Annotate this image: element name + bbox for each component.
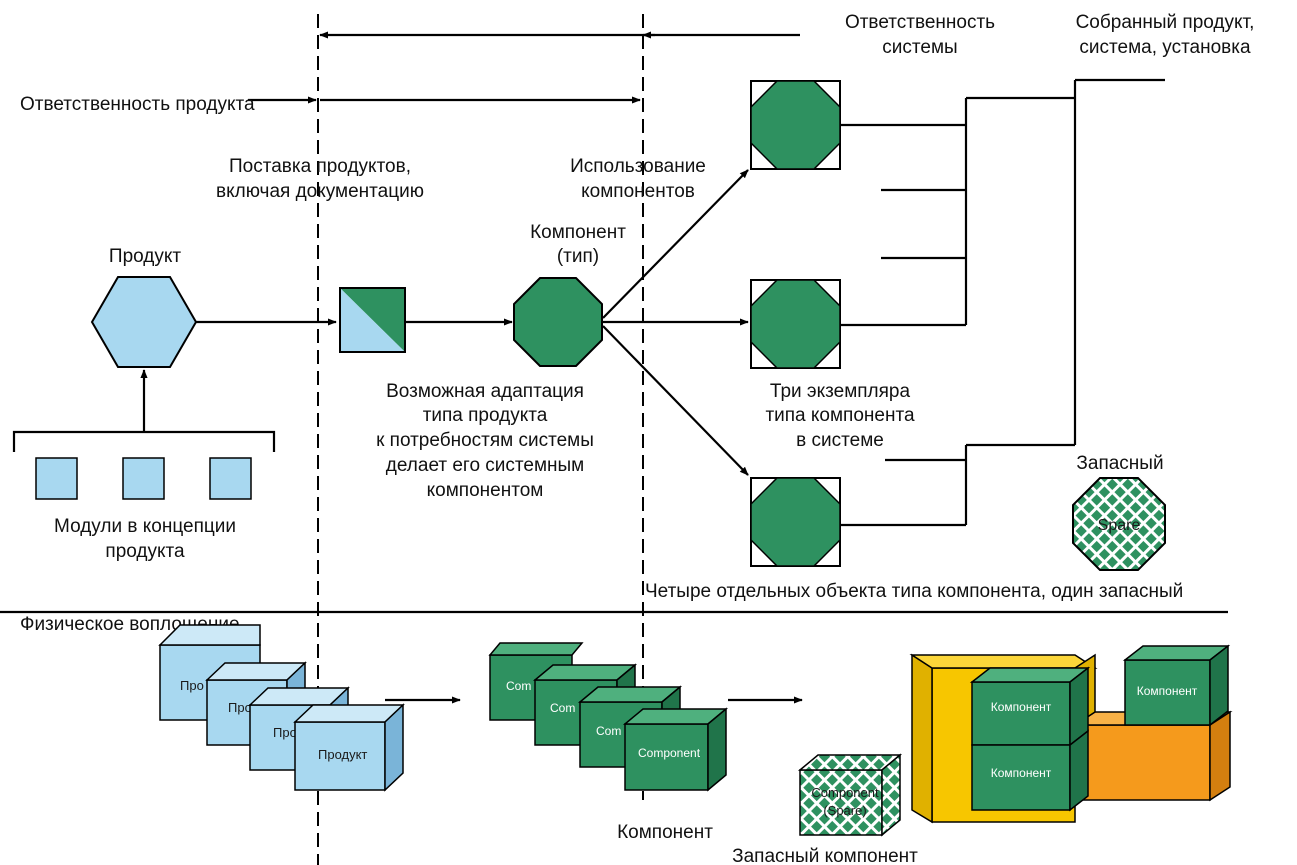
adaptation-label-2: типа продукта — [423, 405, 548, 426]
adaptation-label-5: компонентом — [427, 480, 544, 501]
four-objects-label: Четыре отдельных объекта типа компонента… — [645, 581, 1183, 602]
usage-arrow-top — [602, 169, 749, 319]
modules-label-1: Модули в концепции — [54, 516, 236, 537]
component-type-octagon — [513, 277, 603, 367]
modules-bracket — [12, 430, 276, 452]
physical-product-4: Продукт — [293, 703, 405, 792]
product-hexagon — [90, 276, 198, 368]
physical-component-4: Component — [622, 707, 729, 792]
assembled-component-lower-text: Компонент — [991, 766, 1052, 780]
assembled-component-upper-text: Компонент — [991, 700, 1052, 714]
three-instances-label-3: в системе — [796, 430, 884, 451]
adaptation-label-3: к потребностям системы — [376, 430, 594, 451]
physical-product-3-text: Про — [273, 725, 297, 740]
component-instance-2 — [750, 279, 841, 369]
physical-product-4-text: Продукт — [318, 747, 367, 762]
physical-component-3-text: Com — [596, 724, 621, 738]
usage-label-2: компонентов — [581, 181, 695, 202]
component-type-label-1: Компонент — [530, 222, 626, 243]
module-square-2 — [122, 457, 165, 500]
physical-product-2-text: Про — [228, 700, 252, 715]
usage-label-1: Использование — [570, 156, 706, 177]
modules-label-2: продукта — [105, 541, 185, 562]
usage-arrow-bottom — [602, 325, 749, 476]
three-instances-label-2: типа компонента — [765, 405, 915, 426]
assembled-product-label-2: система, установка — [1079, 37, 1251, 58]
product-responsibility-label: Ответственность продукта — [20, 94, 255, 115]
physical-component-1-text: Com — [506, 679, 531, 693]
spare-component-text-1: Component — [811, 785, 879, 800]
spare-label: Запасный — [1076, 453, 1163, 474]
assembled-system: Компонент Компонент Компонент — [909, 644, 1233, 824]
component-instance-3 — [750, 477, 841, 567]
system-tree — [840, 78, 1165, 527]
physical-product-1-text: Про — [180, 678, 204, 693]
spare-component-text-2: (Spare) — [823, 803, 866, 818]
adaptation-square — [339, 287, 406, 353]
physical-component-4-text: Component — [638, 746, 701, 760]
system-responsibility-label-2: системы — [882, 37, 957, 58]
spare-octagon-text: Spare — [1098, 517, 1141, 534]
spare-octagon: Spare — [1072, 477, 1166, 571]
physical-component-2-text: Com — [550, 701, 575, 715]
three-instances-label-1: Три экземпляра — [770, 381, 911, 402]
product-label: Продукт — [109, 246, 181, 267]
adaptation-label-1: Возможная адаптация — [386, 381, 584, 402]
spare-component-label: Запасный компонент — [732, 846, 918, 865]
module-square-1 — [35, 457, 78, 500]
component-instance-1 — [750, 80, 841, 170]
delivery-label-2: включая документацию — [216, 181, 424, 202]
assembled-product-label-1: Собранный продукт, — [1076, 12, 1255, 33]
module-square-3 — [209, 457, 252, 500]
component-type-label-2: (тип) — [557, 246, 599, 267]
system-responsibility-label-1: Ответственность — [845, 12, 995, 33]
component-bottom-label: Компонент — [617, 822, 713, 843]
adaptation-label-4: делает его системным — [386, 455, 584, 476]
spare-component-box: Component (Spare) — [797, 753, 903, 837]
assembled-component-top-right-text: Компонент — [1137, 684, 1198, 698]
delivery-label-1: Поставка продуктов, — [229, 156, 411, 177]
